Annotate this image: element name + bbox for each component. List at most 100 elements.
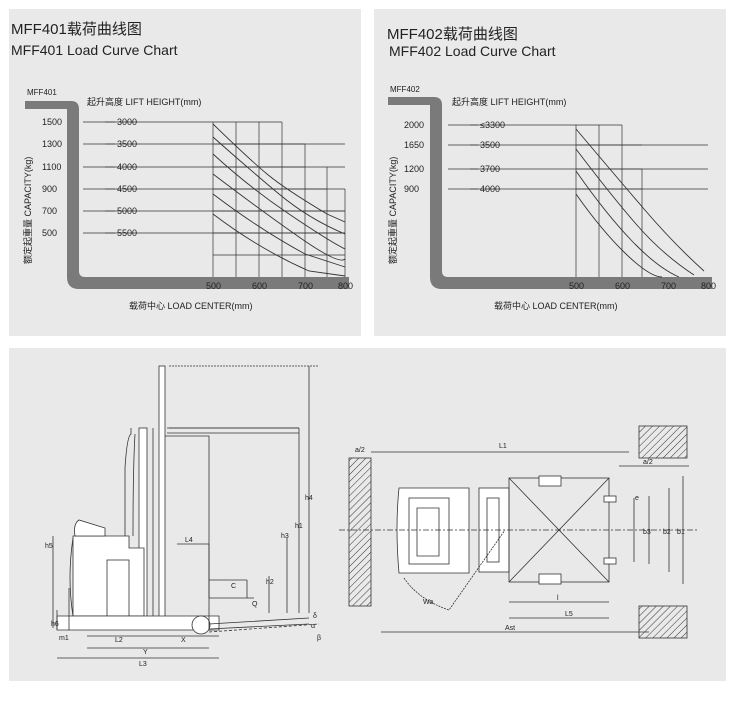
height-value: 4500 — [117, 184, 137, 194]
dim-delta: δ — [313, 613, 317, 620]
x-tick: 700 — [298, 281, 313, 291]
height-value: 5500 — [117, 228, 137, 238]
dim-L4: L4 — [185, 537, 193, 544]
dim-C: C — [231, 583, 236, 590]
height-value: 5000 — [117, 206, 137, 216]
dim-h3: h3 — [281, 533, 289, 540]
x-tick: 600 — [615, 281, 630, 291]
dim-L5: L5 — [565, 611, 573, 618]
x-tick: 500 — [206, 281, 221, 291]
capacity-value: 900 — [42, 184, 57, 194]
x-tick-labels: 500 600 700 800 — [206, 281, 353, 291]
dim-l: l — [557, 595, 559, 602]
dim-Ast: Ast — [505, 625, 515, 632]
capacity-value: 1500 — [42, 117, 62, 127]
top-view — [339, 425, 699, 639]
load-chart-mff401: MFF401载荷曲线图 MFF401 Load Curve Chart MFF4… — [9, 9, 361, 336]
mast-outer — [158, 365, 166, 629]
dim-L2: L2 — [115, 637, 123, 644]
capacity-value: 1300 — [42, 139, 62, 149]
load-curve — [212, 213, 346, 277]
load-curves — [212, 123, 346, 277]
x-tick: 800 — [338, 281, 353, 291]
dim-b1: b1 — [677, 529, 685, 536]
load-curve — [212, 136, 346, 235]
height-value: 4000 — [480, 184, 500, 194]
load-curve — [575, 148, 695, 276]
lift-height-label: 起升高度 LIFT HEIGHT(mm) — [452, 96, 566, 107]
capacity-value: 1650 — [404, 140, 424, 150]
load-center-label: 载荷中心 LOAD CENTER(mm) — [129, 300, 253, 311]
capacity-value: 900 — [404, 184, 419, 194]
fork-upper — [167, 427, 299, 434]
fork-frame — [388, 97, 712, 289]
dim-a2-left: a/2 — [355, 447, 365, 454]
dim-Y: Y — [143, 649, 148, 656]
dim-m1: m1 — [59, 635, 69, 642]
x-tick: 500 — [569, 281, 584, 291]
load-curves — [575, 128, 705, 278]
capacity-rows: 1500 3000 1300 3500 1100 4000 900 4500 700 5000 50… — [42, 117, 345, 238]
capacity-value: 1200 — [404, 164, 424, 174]
capacity-value: 2000 — [404, 120, 424, 130]
chart-title-en: MFF402 Load Curve Chart — [389, 43, 556, 59]
side-view — [52, 365, 320, 659]
height-value: ≤3300 — [480, 120, 505, 130]
fork-lower — [208, 617, 310, 630]
height-value: 3000 — [117, 117, 137, 127]
load-curve — [575, 128, 705, 272]
dim-e: e — [635, 495, 639, 502]
x-tick: 700 — [661, 281, 676, 291]
dim-X: X — [181, 637, 186, 644]
dim-h4: h4 — [305, 495, 313, 502]
load-curve — [212, 193, 346, 268]
dimension-drawing-panel: h4 h1 h3 h5 h2 h6 L4 L2 L3 X Y C Q m1 α … — [9, 348, 726, 681]
dim-beta: β — [317, 635, 321, 642]
chart-title-cn: MFF401载荷曲线图 — [11, 21, 142, 38]
mast-frame — [388, 97, 712, 289]
left-wall — [348, 457, 372, 607]
chart-title-en: MFF401 Load Curve Chart — [11, 42, 178, 58]
capacity-axis-label: 额定起重量 CAPACITY(kg) — [387, 157, 398, 264]
height-value: 3500 — [117, 139, 137, 149]
capacity-value: 1100 — [42, 162, 61, 172]
load-curve-svg: MFF402 起升高度 LIFT HEIGHT(mm) 额定起重量 CAPACI… — [387, 85, 716, 311]
dim-h5: h5 — [45, 543, 53, 550]
x-tick: 800 — [701, 281, 716, 291]
load-curve — [212, 153, 346, 250]
capacity-axis-label: 额定起重量 CAPACITY(kg) — [22, 157, 33, 264]
dim-Wa: Wa — [423, 599, 433, 606]
capacity-value: 700 — [42, 206, 57, 216]
dim-b3: b3 — [643, 529, 651, 536]
dim-Q: Q — [252, 601, 258, 608]
load-curve-svg: MFF401 起升高度 LIFT HEIGHT(mm) 额定起重量 CAPACI… — [22, 88, 353, 311]
dim-h1: h1 — [295, 523, 303, 530]
top-right-wall — [638, 425, 688, 459]
height-value: 3500 — [480, 140, 500, 150]
fork-frame — [25, 101, 349, 289]
capacity-rows: 2000 ≤3300 1650 3500 1200 3700 900 4000 — [404, 120, 642, 194]
mast-frame — [25, 101, 349, 289]
capacity-value: 500 — [42, 228, 57, 238]
dim-h2: h2 — [266, 579, 274, 586]
operator-seat — [74, 519, 106, 537]
x-tick: 600 — [252, 281, 267, 291]
load-center-label: 载荷中心 LOAD CENTER(mm) — [494, 300, 618, 311]
dim-b2: b2 — [663, 529, 671, 536]
height-value: 4000 — [117, 162, 137, 172]
load-chart-mff402: MFF402载荷曲线图 MFF402 Load Curve Chart MFF4… — [374, 9, 726, 336]
chart-grid — [575, 125, 708, 277]
bottom-right-wall — [638, 605, 688, 639]
model-label: MFF401 — [27, 88, 57, 97]
dim-a2-right: a/2 — [643, 459, 653, 466]
dim-L1: L1 — [499, 443, 507, 450]
load-wheel — [191, 615, 211, 635]
height-value: 3700 — [480, 164, 500, 174]
dim-L3: L3 — [139, 661, 147, 668]
lift-height-label: 起升高度 LIFT HEIGHT(mm) — [87, 96, 201, 107]
load-curve — [212, 173, 346, 261]
chart-title-cn: MFF402载荷曲线图 — [387, 26, 518, 43]
x-tick-labels: 500 600 700 800 — [569, 281, 716, 291]
load-curve — [575, 193, 663, 278]
load-curve — [575, 170, 680, 278]
